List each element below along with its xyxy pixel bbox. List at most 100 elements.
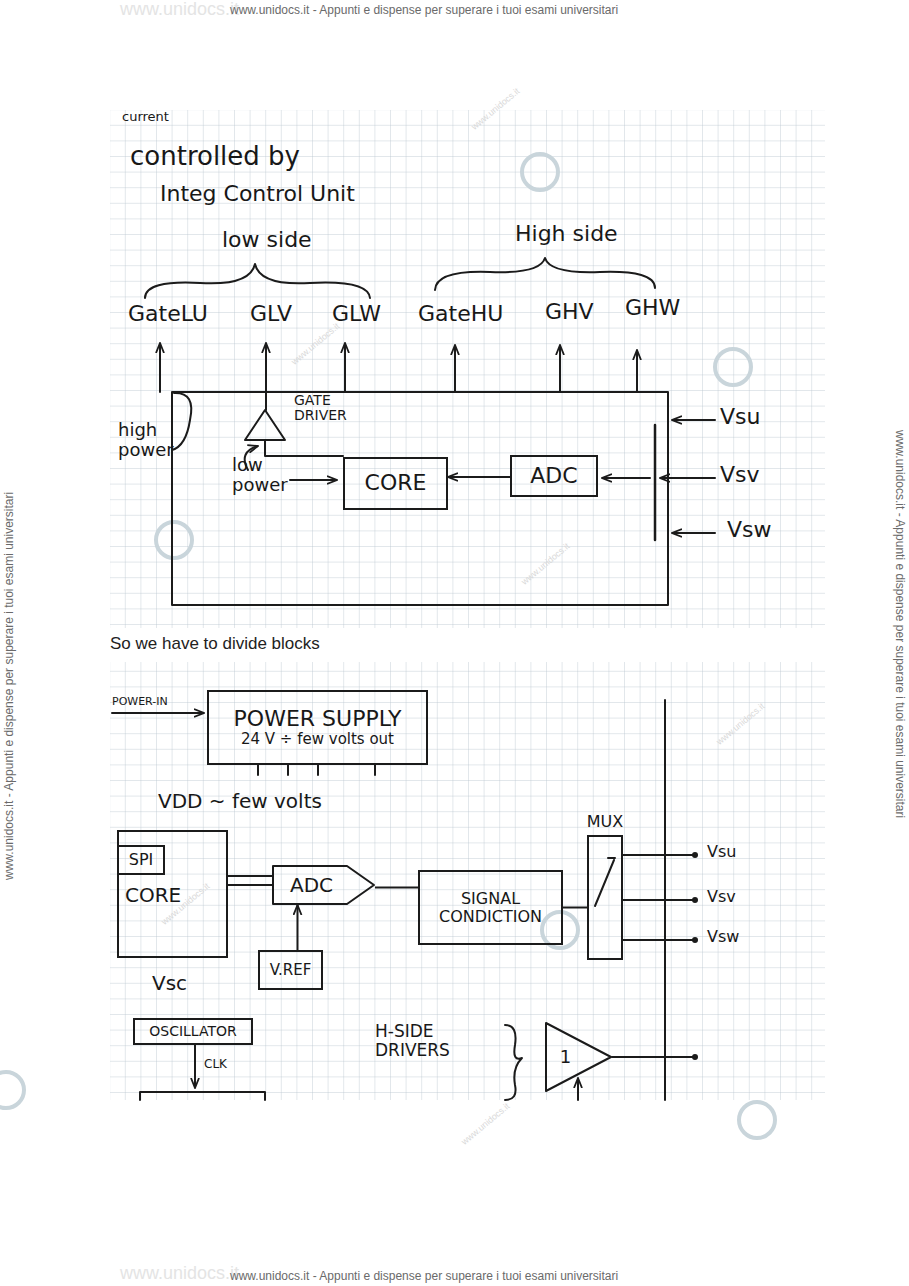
watermark: www.unidocs.it - Appunti e dispense per … [230,1270,618,1283]
box-title: V.REF [270,962,312,979]
watermark-logo [0,1072,24,1108]
note-text: Integ Control Unit [160,182,355,206]
watermark: www.unidocs.it [460,1102,512,1148]
group-label: low side [222,228,312,252]
oscillator-box: OSCILLATOR [133,1018,253,1045]
watermark-logo [522,154,558,190]
block-label: H-SIDE DRIVERS [375,1022,475,1059]
power-supply-box: POWER SUPPLY24 V ÷ few volts out [207,690,428,765]
watermark: www.unidocs.it [520,542,572,588]
box-title: SPI [129,851,154,869]
pin-dot [692,897,698,903]
mux-switch [595,858,615,906]
gate-driver-triangle [245,410,285,440]
signal-name: CLK [204,1058,227,1071]
signal-name: Vsc [152,972,187,994]
connector [563,907,587,909]
partial-box [140,1092,265,1100]
shape-outline [273,866,374,904]
gate-arrow [344,343,346,392]
reference-box: V.REF [258,950,323,990]
pin-wire [612,1056,695,1058]
adc-block: ADC [272,865,375,905]
gate-arrow [454,345,456,392]
box-title: POWER SUPPLY [234,707,402,731]
spi-box: SPI [117,845,165,875]
connector [297,905,299,950]
signal-conditioning-box: SIGNAL CONDICTION [418,870,563,945]
high-power-bracket [172,393,191,450]
gate-arrow [559,345,561,392]
leader-arrow [290,479,337,481]
watermark: www.unidocs.it - Appunti e dispense per … [230,4,618,17]
watermark-logo [739,1102,775,1138]
signal-name: Vsu [720,405,760,429]
pin-name: Vsv [707,888,736,906]
control-unit-outline [172,392,668,605]
note-text: high power [118,420,180,460]
watermark: www.unidocs.it [715,702,767,748]
box-title: CORE [365,471,427,495]
box-title: CORE [125,884,181,906]
watermark: www.unidocs.it [470,87,522,133]
pin-wire [623,855,695,940]
box-title: SIGNAL CONDICTION [420,890,561,925]
enable-arrow [577,1078,579,1100]
drivers-brace [505,1025,522,1100]
gate-arrow [265,343,267,410]
data-wire [228,875,272,877]
input-arrow [602,477,650,479]
connector [228,884,272,886]
note-text: low power [232,455,294,495]
input-arrow [660,477,715,479]
pin-dot [692,1054,698,1060]
pin-name: Vsw [707,928,739,946]
connector [448,476,510,478]
box-title: OSCILLATOR [149,1024,237,1039]
connector [375,887,418,889]
power-in-arrow [112,712,204,714]
watermark: www.unidocs.it [120,0,239,20]
watermark-logo [715,349,751,385]
driver-wire [265,440,343,456]
input-arrow [672,419,715,421]
watermark-logos [0,154,775,1138]
signal-name: GHV [545,300,594,324]
watermark: www.unidocs.it - Appunti e dispense per … [893,430,906,818]
group-label: High side [515,222,618,246]
signal-name: GHW [625,296,680,320]
watermark-logo [542,912,578,948]
core-box: CORE SPI [117,830,228,958]
mux-box: MUX [587,835,623,960]
high-side-brace [435,258,655,290]
watermark-logo [156,522,192,558]
shape-outline [546,1023,611,1091]
signal-name: POWER-IN [112,696,168,708]
grid-paper [110,110,825,628]
core-box: CORE [343,457,448,510]
signal-name: GLV [250,302,292,326]
clock-arrow [194,1045,196,1088]
box-title: ADC [290,874,333,896]
note-text: current [122,110,169,124]
buffer-outline [545,1022,612,1092]
buffer-triangle: 1 [545,1022,612,1092]
input-arrow [672,532,715,534]
grid-paper [110,662,825,1100]
box-title: MUX [587,813,623,831]
signal-name: GateHU [418,302,503,326]
watermark: www.unidocs.it - Appunti e dispense per … [3,492,16,880]
pin-dot [692,852,698,858]
gate-arrow [636,350,638,392]
note-text: controlled by [130,142,300,171]
box-title: 1 [560,1047,571,1067]
watermark: www.unidocs.it [290,322,342,368]
caption-text: So we have to divide blocks [110,635,320,654]
low-side-brace [145,264,370,298]
adc-box: ADC [510,455,598,497]
box-title: ADC [530,464,577,488]
signal-name: GLW [332,302,381,326]
block-label: GATE DRIVER [294,393,374,424]
